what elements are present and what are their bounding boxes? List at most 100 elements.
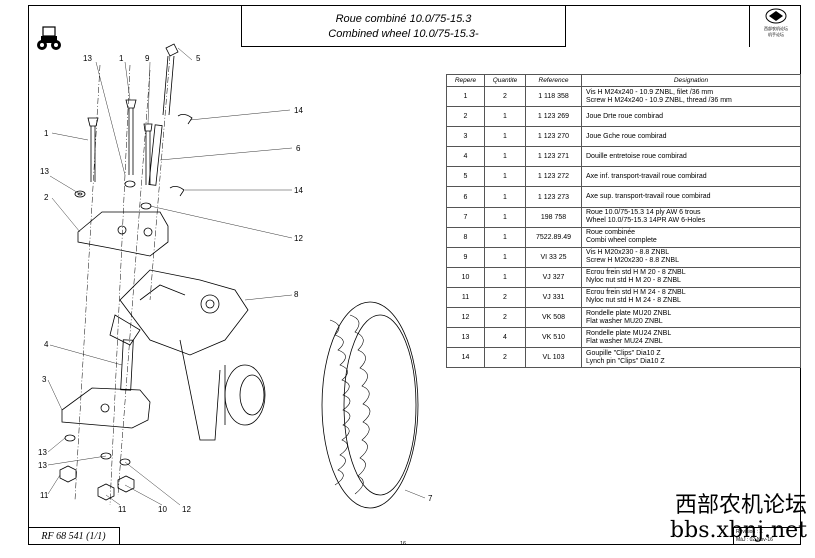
cell-designation: Douille entretoise roue combirad <box>581 146 801 168</box>
logo-text-1: 西部农机论坛 <box>764 26 788 31</box>
page-number: 16 <box>400 541 407 547</box>
designation-line: Axe inf. transport-travail roue combirad <box>586 172 707 180</box>
header-designation: Designation <box>581 74 801 87</box>
callout-14: 14 <box>294 106 303 115</box>
callout-9: 9 <box>145 54 150 63</box>
cell-quantite: 1 <box>484 226 526 248</box>
cell-repere: 12 <box>446 307 485 329</box>
designation-line: Joue Gche roue combirad <box>586 132 667 140</box>
designation-line: Ecrou frein std H M 24 - 8 ZNBL <box>586 289 686 297</box>
cell-quantite: 1 <box>484 186 526 208</box>
cell-reference: 198 758 <box>525 206 582 228</box>
cell-repere: 5 <box>446 166 485 188</box>
designation-line: Rondelle plate MU24 ZNBL <box>586 329 672 337</box>
cell-reference: 1 123 272 <box>525 166 582 188</box>
cell-repere: 8 <box>446 226 485 248</box>
designation-line: Vis H M24x240 - 10.9 ZNBL, filet /36 mm <box>586 88 714 96</box>
callout-11-left: 11 <box>40 491 49 500</box>
designation-line: Combi wheel complete <box>586 237 657 245</box>
callout-5: 5 <box>196 54 201 63</box>
title-box: Roue combiné 10.0/75-15.3 Combined wheel… <box>241 5 566 47</box>
callout-7: 7 <box>428 494 433 503</box>
cell-quantite: 1 <box>484 146 526 168</box>
cell-designation: Axe inf. transport-travail roue combirad <box>581 166 801 188</box>
callout-13-left: 13 <box>40 167 49 176</box>
cell-quantite: 1 <box>484 246 526 268</box>
cell-repere: 9 <box>446 246 485 268</box>
cell-reference: 1 123 270 <box>525 126 582 148</box>
brand-emblem-icon <box>765 8 787 24</box>
designation-line: Joue Drte roue combirad <box>586 112 664 120</box>
cell-reference: VK 508 <box>525 307 582 329</box>
title-english: Combined wheel 10.0/75-15.3- <box>328 28 479 40</box>
cell-reference: VI 33 25 <box>525 246 582 268</box>
brand-logo-box: 西部农机论坛 机手论坛 <box>749 5 801 47</box>
designation-line: Roue 10.0/75-15.3 14 ply AW 6 trous <box>586 209 701 217</box>
watermark-forum-name: 西部农机论坛 <box>674 493 807 518</box>
callout-6: 6 <box>296 144 301 153</box>
watermark-url: bbs.xbnj.net <box>670 518 807 543</box>
designation-line: Rondelle plate MU20 ZNBL <box>586 309 672 317</box>
callout-13-bottom-a: 13 <box>38 448 47 457</box>
cell-repere: 14 <box>446 347 485 369</box>
document-reference: RF 68 541 (1/1) <box>41 531 106 542</box>
callout-3: 3 <box>42 375 47 384</box>
cell-reference: VJ 331 <box>525 286 582 309</box>
cell-repere: 1 <box>446 85 485 108</box>
callout-13: 13 <box>83 54 92 63</box>
cell-designation: Joue Drte roue combirad <box>581 106 801 128</box>
cell-designation: Axe sup. transport-travail roue combirad <box>581 186 801 208</box>
callout-13-bottom-b: 13 <box>38 461 47 470</box>
callout-1: 1 <box>119 54 124 63</box>
title-french: Roue combiné 10.0/75-15.3 <box>335 13 472 25</box>
designation-line: Ecrou frein std H M 20 - 8 ZNBL <box>586 269 686 277</box>
designation-line: Nyloc nut std H M 20 - 8 ZNBL <box>586 277 681 285</box>
cell-quantite: 1 <box>484 266 526 288</box>
designation-line: Axe sup. transport-travail roue combirad <box>586 193 711 201</box>
cell-quantite: 2 <box>484 286 526 309</box>
callout-4: 4 <box>44 340 49 349</box>
designation-line: Flat washer MU20 ZNBL <box>586 317 663 325</box>
table-header-row: Repere Quantite Reference Designation <box>446 74 801 87</box>
update-date: MàJ : 02-Nov-16 <box>736 537 773 543</box>
designation-line: Screw H M20x230 - 8.8 ZNBL <box>586 257 679 265</box>
revision-box: Révision : X MàJ : 02-Nov-16 <box>733 527 801 545</box>
tractor-logo-icon <box>37 26 61 50</box>
cell-repere: 13 <box>446 327 485 349</box>
cell-reference: 1 118 358 <box>525 85 582 108</box>
callout-12-lower: 12 <box>182 505 191 514</box>
cell-repere: 11 <box>446 286 485 309</box>
designation-line: Goupille "Clips" Dia10 Z <box>586 349 661 357</box>
revision-label: Révision : X <box>736 529 763 535</box>
cell-reference: VK 510 <box>525 327 582 349</box>
callout-12: 12 <box>294 234 303 243</box>
callout-10: 10 <box>158 505 167 514</box>
logo-text-2: 机手论坛 <box>768 32 784 37</box>
designation-line: Flat washer MU24 ZNBL <box>586 337 663 345</box>
cell-designation: Joue Gche roue combirad <box>581 126 801 148</box>
cell-quantite: 1 <box>484 206 526 228</box>
designation-line: Wheel 10.0/75-15.3 14PR AW 6-Holes <box>586 217 706 225</box>
header-quantite: Quantite <box>484 74 526 87</box>
cell-quantite: 4 <box>484 327 526 349</box>
